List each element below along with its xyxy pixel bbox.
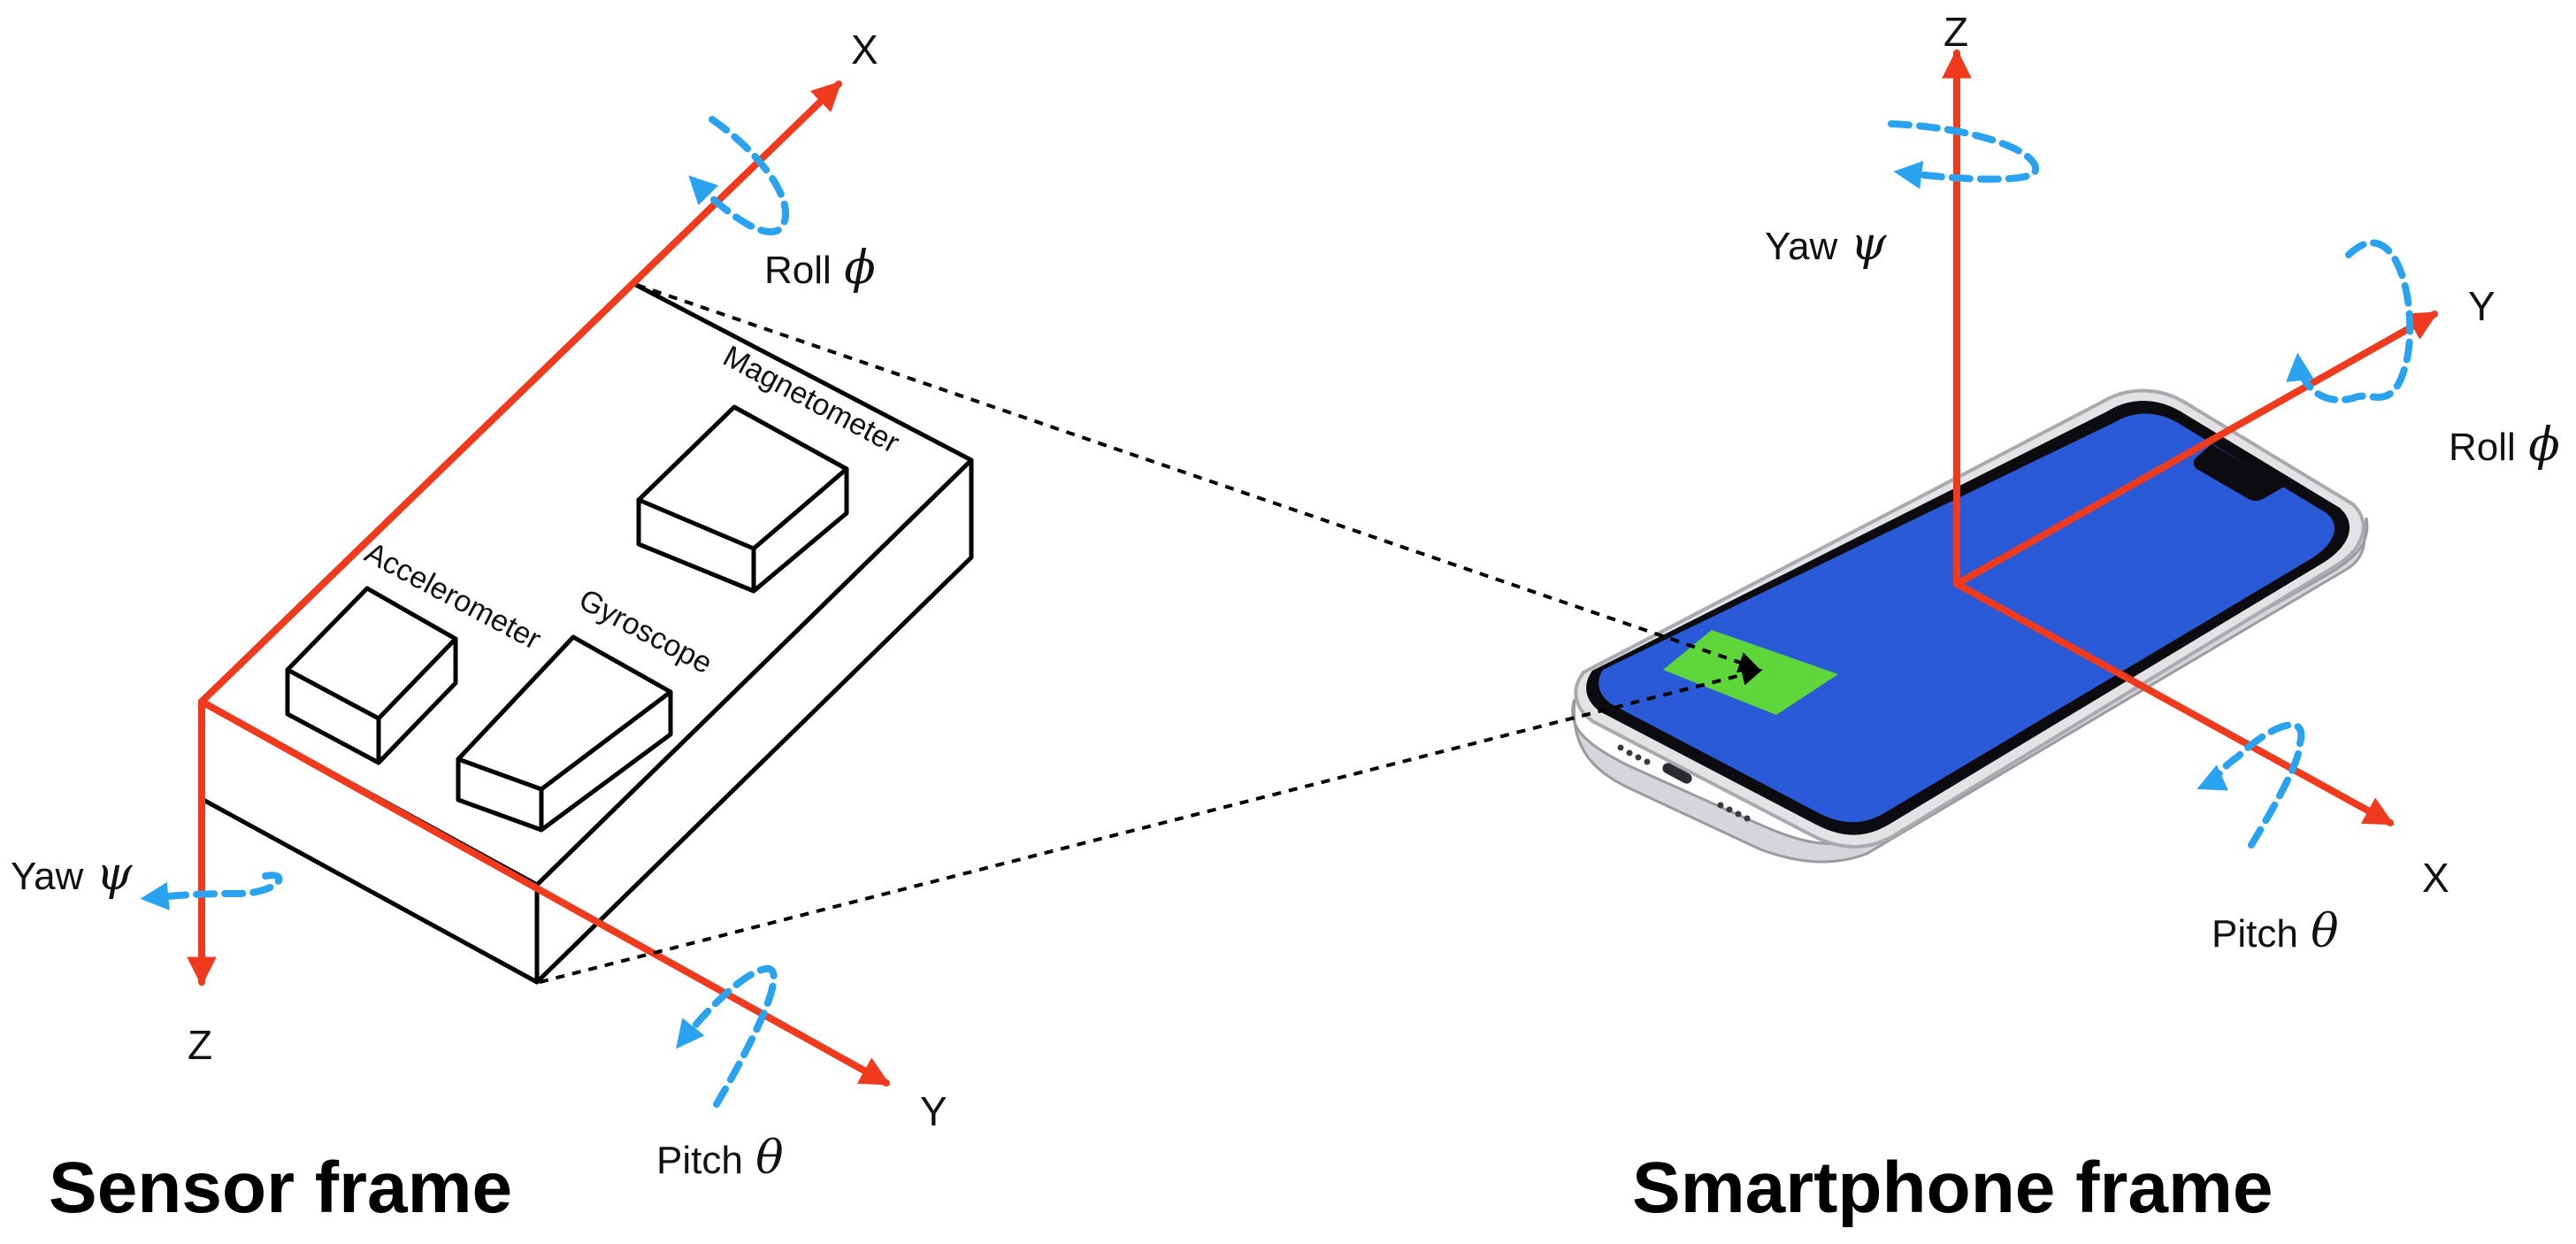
smartphone-yaw-label: Yaw ψ	[1765, 218, 1888, 271]
sensor-y-label: Y	[920, 1088, 947, 1134]
sensor-pitch-label: Pitch θ	[656, 1132, 784, 1185]
smartphone-x-axis	[1953, 580, 2395, 826]
phone-notch	[2193, 444, 2284, 501]
smartphone	[1571, 388, 2369, 864]
smartphone-axes	[1942, 48, 2439, 826]
phone-speaker-grille	[1617, 744, 1751, 822]
sensor-frame-title: Sensor frame	[49, 1148, 512, 1228]
smartphone-pitch-text: Pitch	[2212, 912, 2298, 956]
sensor-y-axis	[198, 698, 891, 1087]
sensor-rotation-arrows	[140, 116, 790, 1108]
smartphone-roll-text: Roll	[2449, 426, 2516, 469]
smartphone-z-label: Z	[1944, 9, 1968, 55]
sensor-x-axis	[198, 81, 842, 705]
smartphone-pitch-label: Pitch θ	[2212, 905, 2339, 958]
smartphone-x-label: X	[2422, 855, 2450, 901]
sensor-x-label: X	[851, 27, 878, 73]
sensor-roll-text: Roll	[764, 249, 832, 292]
smartphone-roll-arrow	[2286, 239, 2414, 403]
phone-screen	[1598, 413, 2334, 823]
smartphone-yaw-symbol: ψ	[1851, 218, 1888, 271]
sensor-box	[199, 280, 974, 985]
smartphone-y-axis	[1953, 311, 2439, 587]
phone-charging-port	[1662, 763, 1692, 784]
sensor-axes	[187, 81, 891, 1087]
smartphone-pitch-symbol: θ	[2311, 905, 2338, 958]
sensor-yaw-text: Yaw	[11, 855, 84, 898]
sensor-z-label: Z	[188, 1022, 212, 1068]
smartphone-roll-symbol: ϕ	[2528, 419, 2559, 472]
sensor-yaw-symbol: ψ	[96, 848, 134, 901]
smartphone-y-label: Y	[2468, 283, 2496, 329]
smartphone-frame: Z Y X Yaw ψ Roll ϕ Pitch θ Smartphone fr…	[1571, 9, 2560, 1228]
sensor-yaw-label: Yaw ψ	[11, 848, 134, 901]
smartphone-yaw-arrow	[1888, 120, 2039, 189]
connector-lines	[539, 283, 1763, 984]
sensor-yaw-arrow	[140, 872, 283, 910]
sensor-roll-label: Roll ϕ	[764, 242, 876, 295]
smartphone-pitch-arrow	[2196, 721, 2305, 849]
sensor-pitch-symbol: θ	[755, 1132, 783, 1185]
connector-top	[636, 283, 1760, 673]
accelerometer-chip	[285, 586, 458, 765]
sensor-frame: Magnetometer Accelerometer Gyroscope X Y…	[11, 27, 974, 1228]
sensor-pitch-text: Pitch	[656, 1139, 743, 1182]
smartphone-roll-label: Roll ϕ	[2449, 419, 2560, 472]
connector-bottom	[539, 664, 1763, 984]
magnetometer-chip	[636, 404, 849, 594]
phone-body-side	[1571, 517, 2369, 864]
sensor-roll-arrow	[688, 116, 790, 235]
smartphone-frame-title: Smartphone frame	[1632, 1148, 2273, 1228]
smartphone-yaw-text: Yaw	[1765, 225, 1838, 268]
sensor-roll-symbol: ϕ	[844, 242, 875, 295]
sensor-pitch-arrow	[676, 964, 778, 1108]
smartphone-rotation-arrows	[1888, 120, 2414, 849]
gyroscope-chip	[456, 634, 673, 833]
